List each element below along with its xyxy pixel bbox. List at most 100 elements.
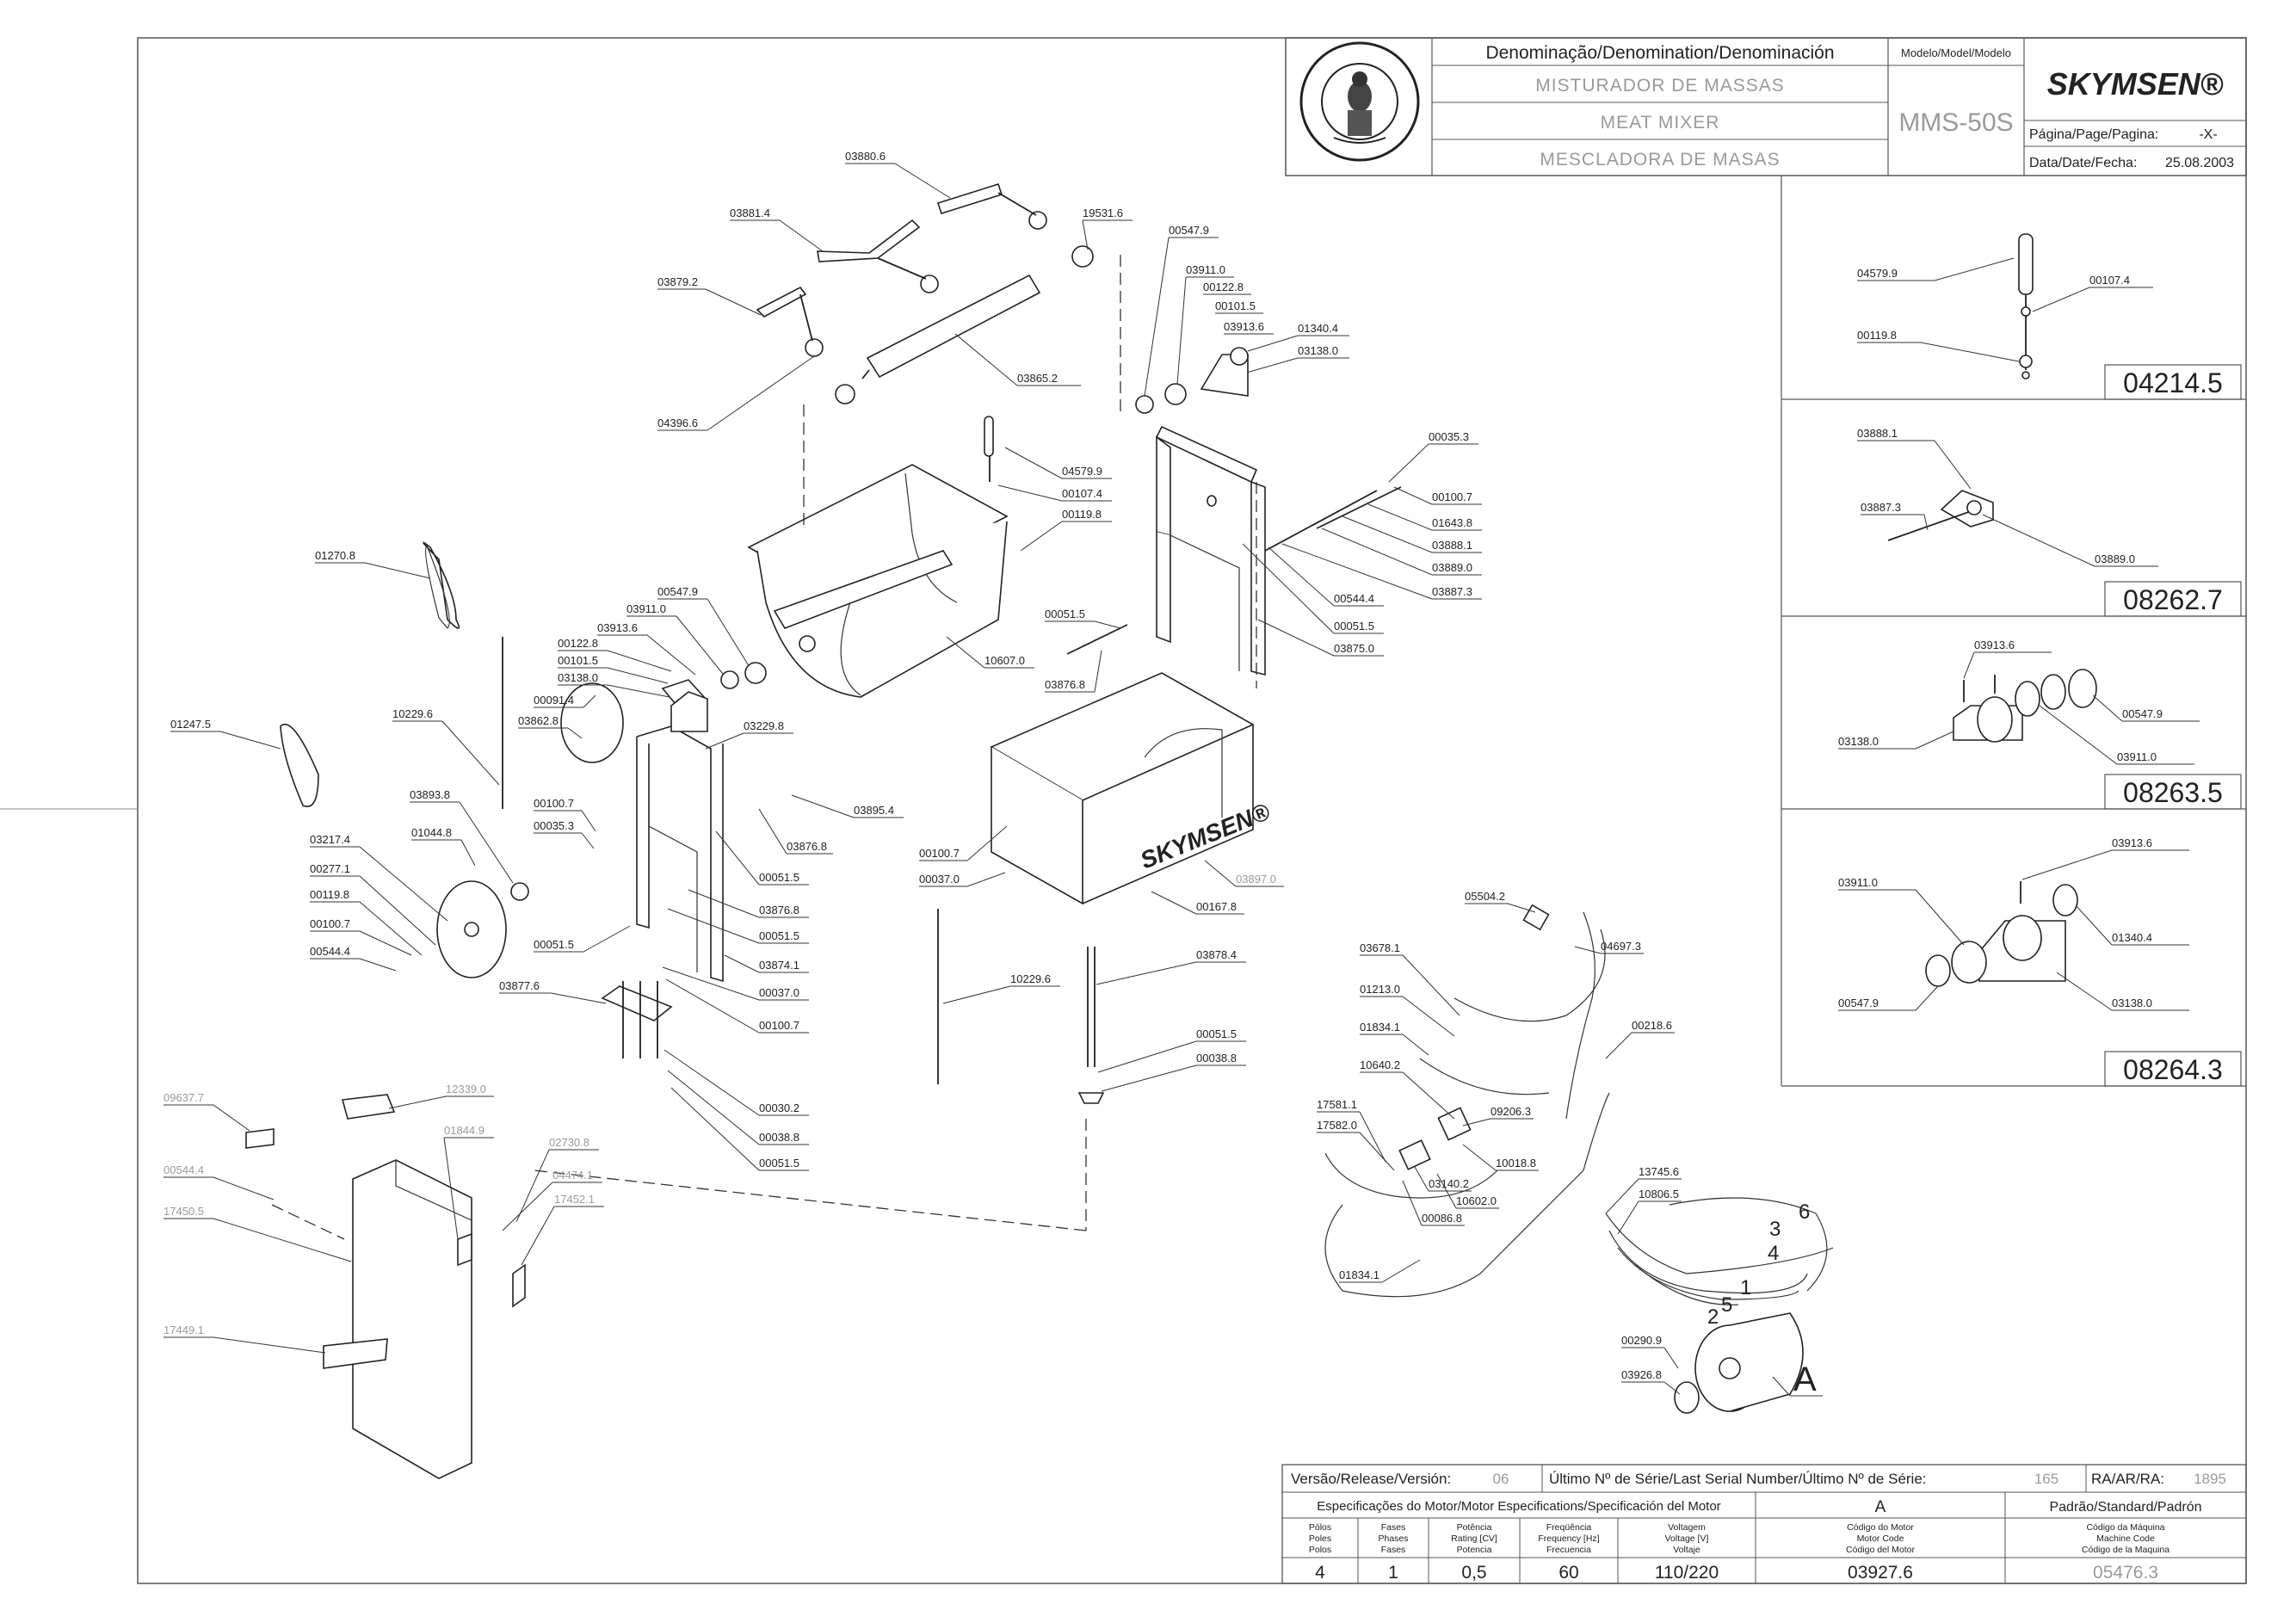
header-motor-code-en: Motor Code [1857,1534,1904,1544]
callout-group-frame-right: 00035.3 00100.7 01643.8 03888.1 03889.0 … [1045,430,1482,693]
mixer-shaft [866,274,1041,379]
subassembly-04214-5-part-1: 04579.9 [1857,267,1898,280]
header-voltage-en: Voltage [V] [1665,1534,1709,1544]
callout-00051-5-rod: 00051.5 [1196,1027,1237,1040]
callout-03889-0-fr: 03889.0 [1432,561,1472,574]
header-voltage-pt: Voltagem [1668,1522,1706,1533]
subassembly-04214-5-code: 04214.5 [2123,367,2223,398]
callout-group-rod: 10229.6 03878.4 00051.5 00038.8 [942,948,1246,1092]
machine-name-pt: MISTURADOR DE MASSAS [1535,76,1785,96]
callout-17582-0: 17582.0 [1317,1119,1357,1132]
callout-group-top-right: 00547.9 03911.0 00122.8 00101.5 03913.6 … [1135,224,1349,414]
wire-number-4: 4 [1768,1242,1779,1265]
wire-number-3: 3 [1769,1218,1781,1241]
callout-00038-8-rod: 00038.8 [1196,1052,1237,1065]
callout-04579-9-main: 04579.9 [1062,465,1102,478]
callout-03893-8: 03893.8 [410,788,450,801]
subassembly-08262-7-part-3: 03889.0 [2095,552,2135,565]
subassembly-08264-3: 03911.0 03913.6 01340.4 00547.9 03138.0 … [1838,836,2242,1087]
callout-17450-5: 17450.5 [164,1205,204,1218]
callout-03888-1-fr: 03888.1 [1432,539,1472,552]
date-value: 25.08.2003 [2165,156,2234,170]
callout-group-electrical: 05504.2 04697.3 03678.1 01213.0 01834.1 … [1317,890,1823,1398]
callout-00107-4-main: 00107.4 [1062,487,1102,500]
callout-03229-8: 03229.8 [744,719,784,732]
callout-00544-4-pulley: 00544.4 [310,945,350,958]
callout-03876-8-bowl: 03876.8 [787,840,827,853]
value-frequency: 60 [1558,1563,1578,1583]
value-motor-code: 03927.6 [1848,1563,1913,1583]
left-frame-drive [280,541,954,1084]
callout-17452-1: 17452.1 [554,1193,595,1206]
callout-group-bowl: 10607.0 03895.4 03876.8 [758,636,1034,855]
callout-03895-4: 03895.4 [854,804,894,817]
callout-01213-0: 01213.0 [1360,983,1400,996]
subassembly-08263-5: 03913.6 00547.9 03138.0 03911.0 08263.5 [1838,639,2242,810]
callout-10018-8: 10018.8 [1496,1157,1536,1169]
callout-03880-6: 03880.6 [845,150,886,163]
callout-00100-7-fr: 00100.7 [1432,491,1472,503]
callout-00101-5-tr: 00101.5 [1215,299,1256,312]
machine-name-es: MESCLADORA DE MASAS [1540,150,1780,170]
callout-00037-0-base: 00037.0 [919,873,960,886]
callout-group-top-left: 03880.6 03881.4 03879.2 04396.6 19531.6 … [657,150,1133,431]
value-voltage: 110/220 [1655,1563,1719,1583]
subassembly-04214-5-part-2: 00107.4 [2089,274,2130,287]
header-rating-es: Potencia [1457,1545,1492,1555]
header-poles-pt: Pólos [1309,1522,1331,1533]
subassembly-08264-3-code: 08264.3 [2123,1054,2223,1085]
callout-03138-0-lb: 03138.0 [558,671,598,684]
subassembly-08262-7-code: 08262.7 [2123,584,2223,615]
callout-17449-1: 17449.1 [164,1324,204,1336]
callout-00119-8-main: 00119.8 [1062,508,1102,521]
sheet-border [137,37,2247,1584]
callout-00167-8: 00167.8 [1196,900,1237,913]
subassembly-08262-7-part-2: 03887.3 [1861,501,1901,514]
callout-group-left-bearing: 00547.9 03911.0 03913.6 00122.8 00101.5 … [518,585,793,750]
callout-10229-6-left: 10229.6 [392,707,433,720]
callout-00119-8-pulley: 00119.8 [310,888,349,901]
callout-00544-4-fr: 00544.4 [1334,592,1374,605]
mixer-paddles [756,183,1094,404]
value-machine-code: 05476.3 [2093,1563,2158,1583]
header-rating-pt: Potência [1457,1522,1492,1533]
subassembly-08264-3-part-1: 03911.0 [1838,876,1878,889]
callout-04697-3: 04697.3 [1601,940,1641,953]
callout-01844-9: 01844.9 [444,1124,485,1137]
ra-label: RA/AR/RA: [2091,1471,2164,1487]
header-frequency-pt: Freqüência [1546,1522,1592,1533]
callout-10607-0: 10607.0 [984,654,1025,667]
callout-10806-5: 10806.5 [1639,1188,1679,1200]
callout-00122-8-tr: 00122.8 [1203,281,1244,293]
callout-00037-0-lf: 00037.0 [759,986,799,999]
callout-00100-7-shaft: 00100.7 [534,797,574,810]
callout-03881-4: 03881.4 [730,207,770,219]
header-voltage-es: Voltaje [1673,1545,1700,1555]
callout-00277-1: 00277.1 [310,862,350,875]
motor-spec-table: Versão/Release/Versión: 06 Último Nº de … [1281,1464,2247,1584]
callout-09637-7: 09637.7 [164,1091,204,1104]
callout-00051-5-lf1: 00051.5 [759,871,799,884]
callout-12339-0: 12339.0 [446,1083,486,1095]
wire-number-2: 2 [1707,1305,1719,1329]
callout-00218-6: 00218.6 [1632,1019,1672,1032]
wire-number-5: 5 [1721,1293,1732,1317]
callout-03911-0-lb: 03911.0 [626,602,666,615]
denomination-header: Denominação/Denomination/Denominación [1485,43,1834,63]
value-rating: 0,5 [1461,1563,1486,1583]
callout-00051-5-fr: 00051.5 [1334,620,1374,633]
motor-label: A [1793,1361,1817,1398]
header-phases-es: Fases [1381,1545,1406,1555]
callout-03879-2: 03879.2 [657,275,698,288]
version-label: Versão/Release/Versión: [1291,1471,1451,1487]
subassembly-08263-5-part-2: 00547.9 [2122,707,2163,720]
date-label: Data/Date/Fecha: [2029,156,2137,170]
subassembly-04214-5: 04579.9 00107.4 00119.8 04214.5 [1857,233,2242,400]
callout-00035-3-shaft: 00035.3 [534,819,574,832]
callout-01247-5: 01247.5 [170,718,211,731]
page-value: -X- [2199,127,2217,142]
header-machine-code-pt: Código da Máquina [2086,1522,2164,1533]
subassembly-08262-7-part-1: 03888.1 [1857,427,1898,440]
callout-03217-4: 03217.4 [310,833,350,846]
callout-01340-4-tr: 01340.4 [1298,322,1338,335]
